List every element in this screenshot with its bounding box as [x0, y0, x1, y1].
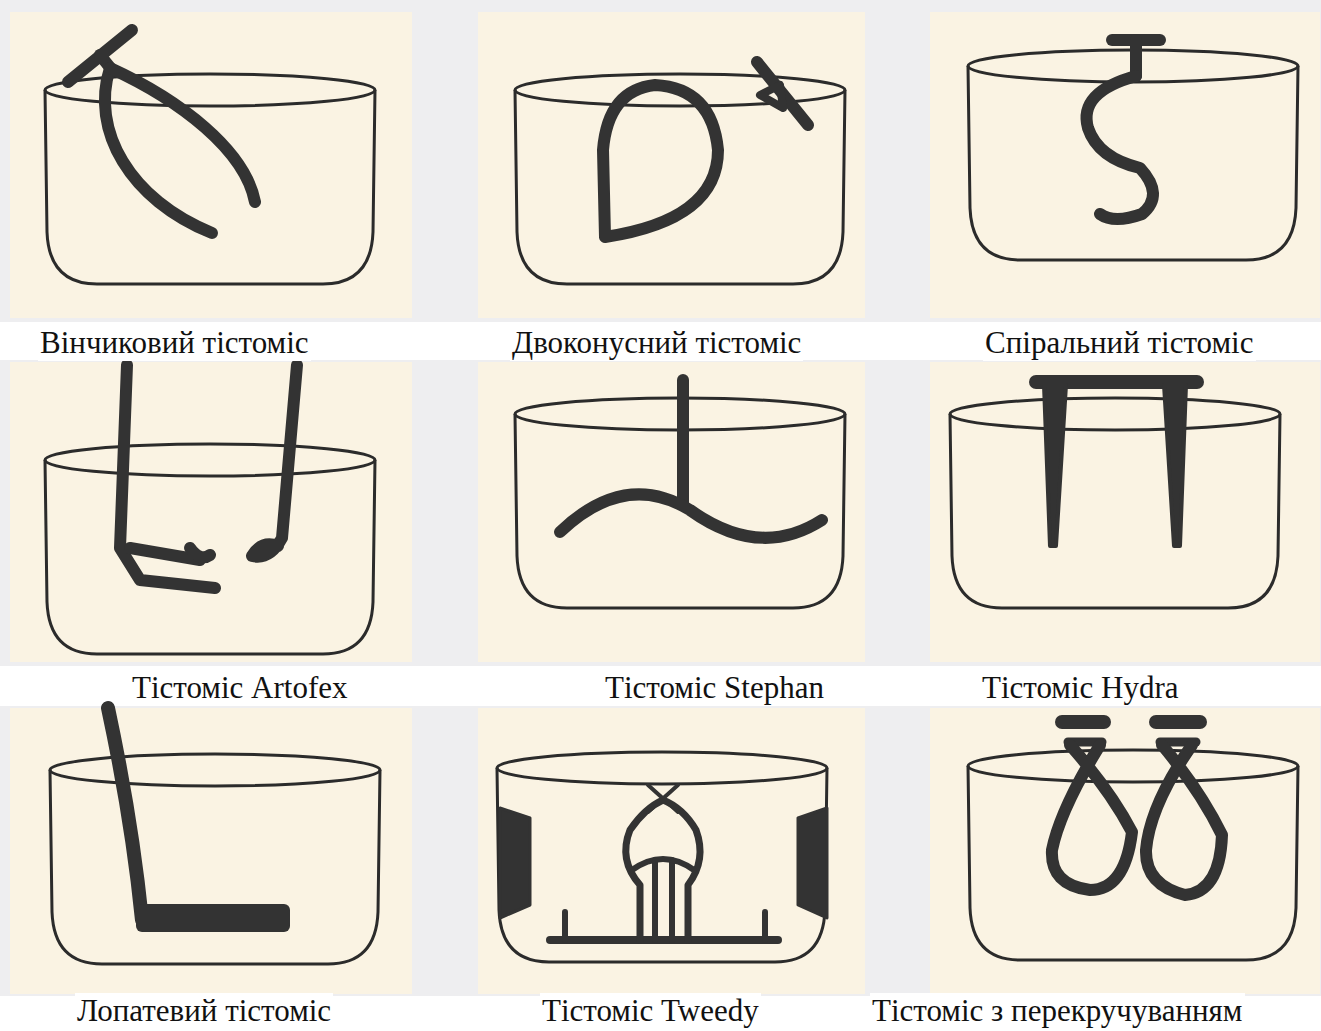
mixer-caption: Вінчиковий тістоміс	[38, 325, 311, 361]
mixer-caption: Тістоміс Artofex	[130, 670, 350, 706]
mixer-caption: Тістоміс Tweedy	[540, 993, 761, 1029]
mixer-caption: Лопатевий тістоміс	[75, 993, 333, 1029]
mixer-caption: Двоконусний тістоміс	[510, 325, 803, 361]
mixer-caption: Тістоміс з перекручуванням	[870, 993, 1245, 1029]
bowls	[45, 50, 1298, 964]
grid-ground	[0, 706, 1321, 996]
mixer-caption: Тістоміс Hydra	[980, 670, 1181, 706]
mixer-tools	[68, 30, 1222, 940]
mixer-caption: Тістоміс Stephan	[603, 670, 826, 706]
grid-ground	[0, 360, 1321, 666]
mixer-caption: Спіральний тістоміс	[983, 325, 1256, 361]
panel-grounds	[10, 12, 1320, 994]
grid-ground	[0, 0, 1321, 322]
